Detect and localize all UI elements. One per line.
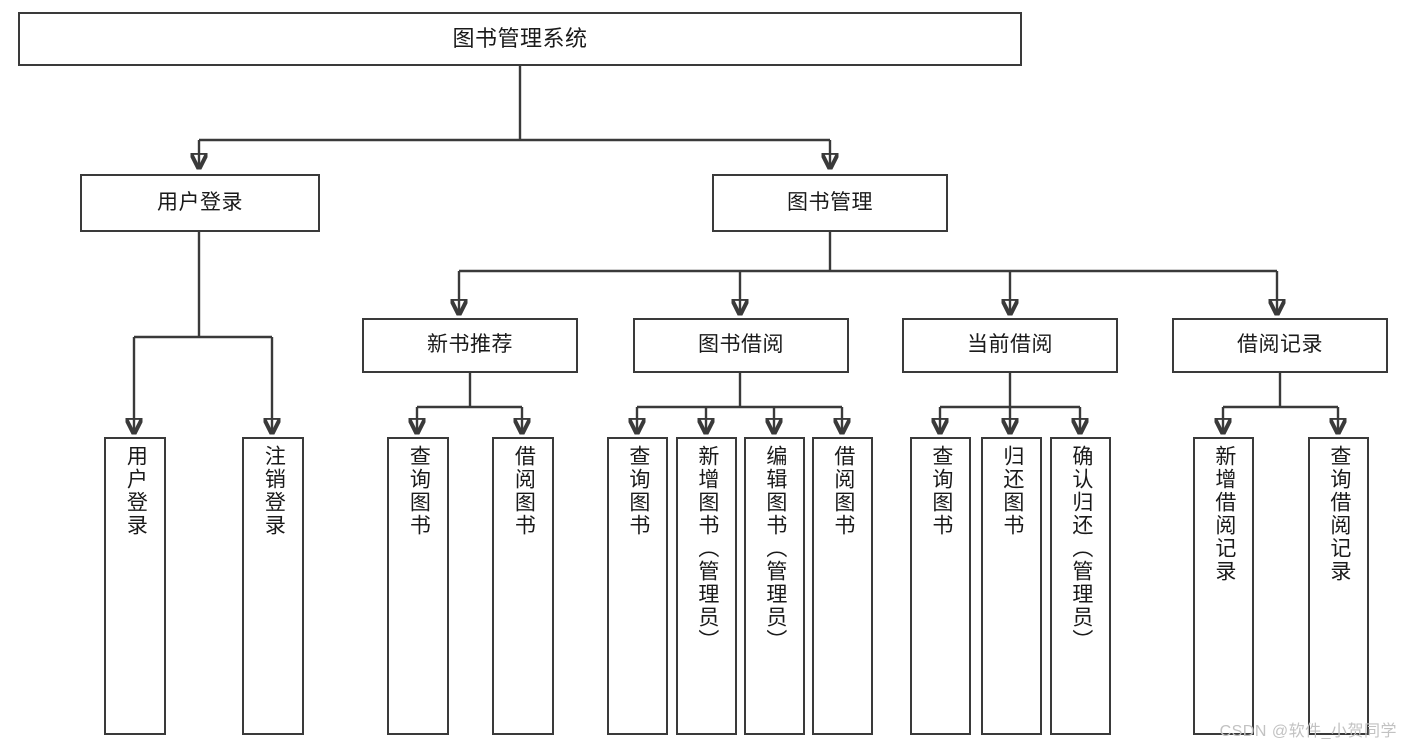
- node-label: 编辑图书（管理员）: [763, 445, 787, 652]
- node-label: 借阅记录: [1237, 333, 1323, 357]
- leaf-borrow-borrow-book[interactable]: 借阅图书: [812, 437, 873, 735]
- leaf-user-login-signin[interactable]: 用户登录: [104, 437, 166, 735]
- leaf-recommend-borrow-book[interactable]: 借阅图书: [492, 437, 554, 735]
- leaf-user-login-signout[interactable]: 注销登录: [242, 437, 304, 735]
- node-root-system[interactable]: 图书管理系统: [18, 12, 1022, 66]
- node-label: 当前借阅: [967, 333, 1053, 357]
- leaf-current-return-book[interactable]: 归还图书: [981, 437, 1042, 735]
- node-book-borrow[interactable]: 图书借阅: [633, 318, 849, 373]
- leaf-current-confirm-return-admin[interactable]: 确认归还（管理员）: [1050, 437, 1111, 735]
- node-label: 图书管理: [787, 190, 873, 214]
- node-label: 借阅图书: [831, 445, 855, 537]
- leaf-record-query-record[interactable]: 查询借阅记录: [1308, 437, 1369, 735]
- leaf-current-query-book[interactable]: 查询图书: [910, 437, 971, 735]
- node-current-borrow[interactable]: 当前借阅: [902, 318, 1118, 373]
- node-label: 新增图书（管理员）: [695, 445, 719, 652]
- node-label: 查询借阅记录: [1327, 445, 1351, 583]
- node-label: 归还图书: [1000, 445, 1024, 537]
- node-borrow-record[interactable]: 借阅记录: [1172, 318, 1388, 373]
- csdn-watermark: CSDN @软件_小贺同学: [1219, 723, 1397, 740]
- leaf-borrow-add-book-admin[interactable]: 新增图书（管理员）: [676, 437, 737, 735]
- node-book-management[interactable]: 图书管理: [712, 174, 948, 232]
- node-label: 用户登录: [124, 445, 148, 537]
- node-user-login[interactable]: 用户登录: [80, 174, 320, 232]
- node-label: 图书借阅: [698, 333, 784, 357]
- node-label: 注销登录: [262, 445, 286, 537]
- leaf-recommend-query-book[interactable]: 查询图书: [387, 437, 449, 735]
- node-label: 新增借阅记录: [1212, 445, 1236, 583]
- node-label: 借阅图书: [512, 445, 536, 537]
- leaf-borrow-edit-book-admin[interactable]: 编辑图书（管理员）: [744, 437, 805, 735]
- leaf-borrow-query-book[interactable]: 查询图书: [607, 437, 668, 735]
- node-label: 查询图书: [626, 445, 650, 537]
- node-label: 查询图书: [407, 445, 431, 537]
- leaf-record-add-record[interactable]: 新增借阅记录: [1193, 437, 1254, 735]
- node-label: 查询图书: [929, 445, 953, 537]
- node-label: 图书管理系统: [452, 26, 588, 52]
- node-label: 用户登录: [157, 190, 243, 214]
- node-new-book-recommend[interactable]: 新书推荐: [362, 318, 578, 373]
- node-label: 新书推荐: [427, 333, 513, 357]
- node-label: 确认归还（管理员）: [1069, 445, 1093, 652]
